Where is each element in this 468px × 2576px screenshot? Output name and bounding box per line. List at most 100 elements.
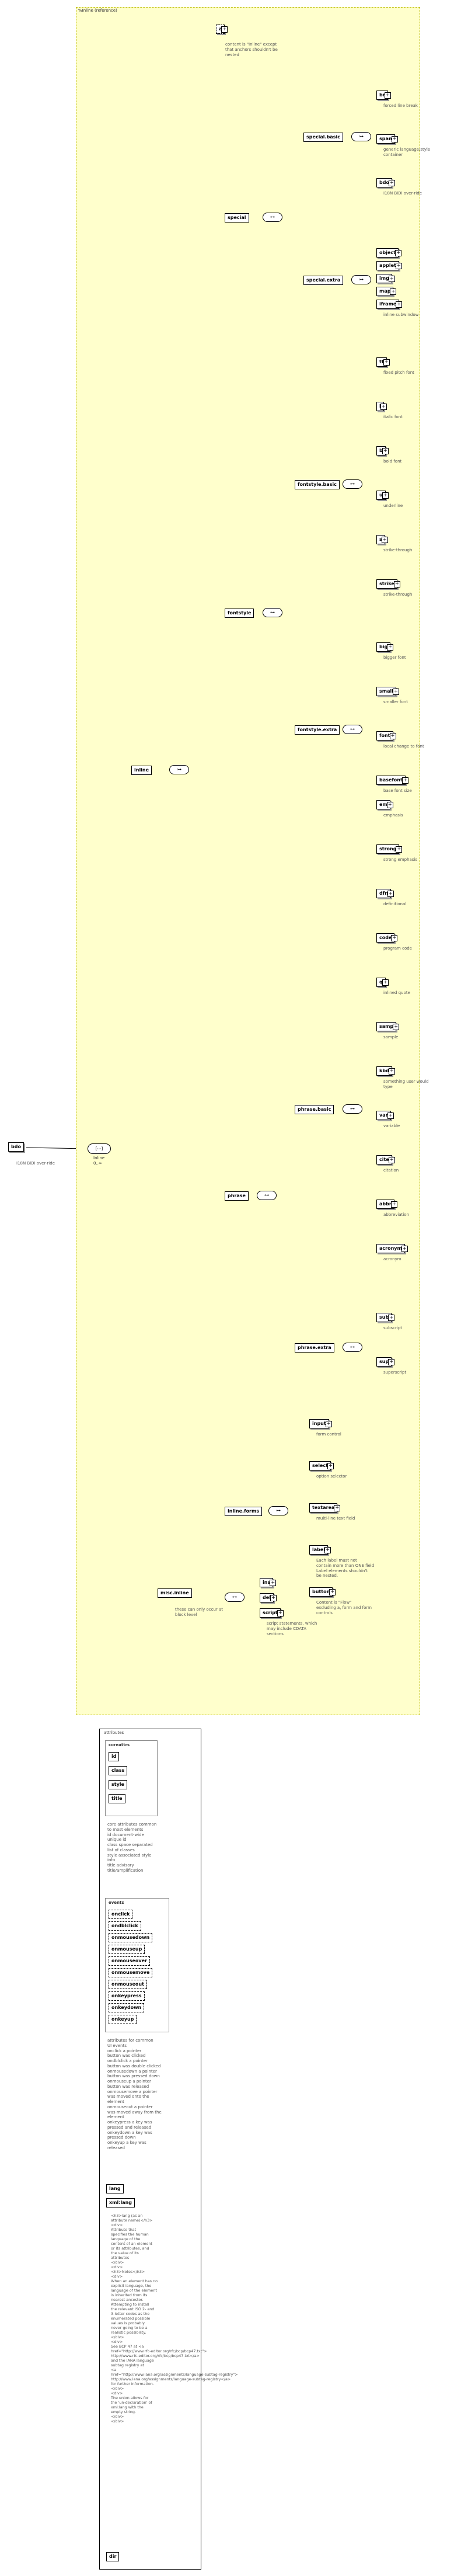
event-onmouseup[interactable]: onmouseup — [109, 1945, 145, 1954]
attributes-panel — [99, 1729, 201, 2570]
group-phrase-basic-choice[interactable]: ⊶ — [343, 1104, 362, 1114]
phrase-basic-abbr[interactable]: abbr+ — [376, 1200, 397, 1209]
phrase-basic-acronym[interactable]: acronym+ — [376, 1244, 408, 1253]
group-misc-inline[interactable]: misc.inline — [158, 1588, 192, 1598]
inline-reference-region — [76, 7, 420, 1715]
misc-inline-ins[interactable]: ins+ — [260, 1578, 277, 1587]
group-fontstyle-basic[interactable]: fontstyle.basic — [295, 480, 340, 489]
inline-forms-doc-3: Each label must not contain more than ON… — [316, 1558, 375, 1579]
fontstyle-basic-s[interactable]: s+ — [376, 535, 388, 544]
phrase-basic-kbd[interactable]: kbd+ — [376, 1066, 395, 1076]
fontstyle-extra-doc-1: smaller font — [383, 700, 408, 704]
phrase-basic-q[interactable]: q+ — [376, 978, 389, 987]
fontstyle-basic-i[interactable]: i+ — [376, 402, 387, 411]
event-onkeypress[interactable]: onkeypress — [109, 1991, 145, 2001]
fontstyle-extra-small[interactable]: small+ — [376, 687, 399, 696]
group-phrase-extra-choice[interactable]: ⊶ — [343, 1343, 362, 1352]
fontstyle-basic-tt[interactable]: tt+ — [376, 357, 390, 367]
attr-lang[interactable]: lang — [106, 2184, 124, 2193]
special-extra-img[interactable]: img+ — [376, 274, 395, 283]
phrase-basic-code[interactable]: code+ — [376, 933, 398, 943]
root-element-bdo[interactable]: bdo — [8, 1142, 24, 1152]
event-onmousemove[interactable]: onmousemove — [109, 1968, 153, 1977]
inline-forms-select[interactable]: select+ — [309, 1461, 334, 1470]
coreattrs-title: coreattrs — [109, 1743, 130, 1747]
group-phrase-basic[interactable]: phrase.basic — [295, 1105, 334, 1114]
group-phrase[interactable]: phrase — [225, 1191, 249, 1201]
coreattr-style[interactable]: style — [109, 1780, 127, 1789]
misc-inline-del[interactable]: del+ — [260, 1593, 277, 1602]
inline-forms-label[interactable]: label+ — [309, 1545, 331, 1555]
group-special-basic-choice[interactable]: ⊶ — [351, 132, 371, 141]
phrase-basic-var[interactable]: var+ — [376, 1111, 394, 1120]
special-choice[interactable]: ⊶ — [263, 213, 282, 222]
phrase-extra-sup[interactable]: sup+ — [376, 1357, 395, 1367]
phrase-basic-dfn[interactable]: dfn+ — [376, 889, 394, 898]
phrase-choice[interactable]: ⊶ — [257, 1191, 277, 1200]
group-phrase-extra[interactable]: phrase.extra — [295, 1343, 334, 1353]
phrase-extra-sub[interactable]: sub+ — [376, 1313, 395, 1322]
inline-forms-button[interactable]: button+ — [309, 1587, 336, 1597]
phrase-basic-strong[interactable]: strong+ — [376, 844, 403, 854]
event-onkeydown[interactable]: onkeydown — [109, 2003, 145, 2012]
fontstyle-extra-font[interactable]: font+ — [376, 731, 396, 741]
phrase-basic-em[interactable]: em+ — [376, 800, 393, 809]
special-basic-span[interactable]: span+ — [376, 134, 398, 144]
group-inline[interactable]: inline — [131, 766, 152, 775]
misc-inline-script[interactable]: script+ — [260, 1608, 284, 1618]
group-fontstyle-basic-choice[interactable]: ⊶ — [343, 479, 362, 489]
special-extra-object[interactable]: object+ — [376, 248, 401, 258]
event-onmouseout[interactable]: onmouseout — [109, 1980, 147, 1989]
fontstyle-basic-strike[interactable]: strike+ — [376, 579, 400, 589]
coreattr-title[interactable]: title — [109, 1794, 125, 1803]
misc-inline-choice[interactable]: ⊶ — [225, 1593, 245, 1602]
phrase-basic-doc-2: definitional — [383, 902, 407, 906]
inline-choice[interactable]: ⊶ — [169, 765, 189, 774]
element-a[interactable]: a+ — [216, 25, 228, 34]
phrase-basic-doc-7: variable — [383, 1124, 400, 1128]
root-sequence[interactable]: [⋯] — [88, 1143, 111, 1154]
fontstyle-extra-doc-2: local change to font — [383, 744, 424, 749]
phrase-basic-doc-0: emphasis — [383, 813, 403, 818]
group-special-extra-choice[interactable]: ⊶ — [351, 275, 371, 284]
event-onmouseover[interactable]: onmouseover — [109, 1956, 150, 1966]
fontstyle-extra-basefont[interactable]: basefont+ — [376, 776, 408, 785]
special-basic-bdo[interactable]: bdo+ — [376, 178, 395, 187]
event-onkeyup[interactable]: onkeyup — [109, 2015, 137, 2024]
phrase-basic-samp[interactable]: samp+ — [376, 1022, 400, 1031]
special-extra-iframe[interactable]: iframe+ — [376, 300, 403, 309]
phrase-basic-cite[interactable]: cite+ — [376, 1155, 395, 1164]
phrase-basic-doc-3: program code — [383, 946, 412, 951]
fontstyle-basic-doc-0: fixed pitch font — [383, 370, 414, 375]
group-fontstyle-extra[interactable]: fontstyle.extra — [295, 725, 340, 735]
event-onclick[interactable]: onclick — [109, 1910, 133, 1919]
event-onmousedown[interactable]: onmousedown — [109, 1933, 153, 1942]
fontstyle-choice[interactable]: ⊶ — [263, 608, 282, 617]
fontstyle-basic-doc-1: italic font — [383, 415, 403, 419]
attr-xmllang[interactable]: xml:lang — [106, 2198, 135, 2207]
group-special[interactable]: special — [225, 213, 249, 223]
inline-forms-textarea[interactable]: textarea+ — [309, 1503, 341, 1513]
coreattr-id[interactable]: id — [109, 1752, 120, 1761]
phrase-basic-doc-8: citation — [383, 1168, 399, 1173]
inline-forms-choice[interactable]: ⊶ — [268, 1506, 288, 1515]
group-inline-forms[interactable]: inline.forms — [225, 1507, 263, 1516]
group-fontstyle[interactable]: fontstyle — [225, 609, 254, 618]
special-basic-br[interactable]: br+ — [376, 91, 391, 100]
special-extra-applet[interactable]: applet+ — [376, 261, 402, 270]
fontstyle-basic-doc-5: strike-through — [383, 592, 413, 597]
inline-forms-input[interactable]: input+ — [309, 1419, 332, 1428]
group-fontstyle-extra-choice[interactable]: ⊶ — [343, 725, 362, 734]
group-special-extra[interactable]: special.extra — [303, 276, 344, 285]
attr-dir[interactable]: dir — [106, 2552, 120, 2561]
event-ondblclick[interactable]: ondblclick — [109, 1921, 141, 1931]
coreattr-class[interactable]: class — [109, 1766, 128, 1775]
fontstyle-extra-big[interactable]: big+ — [376, 642, 394, 652]
special-extra-map[interactable]: map+ — [376, 287, 397, 296]
phrase-basic-doc-9: abbreviation — [383, 1212, 409, 1217]
fontstyle-basic-u[interactable]: u+ — [376, 491, 389, 500]
coreattrs-doc: core attributes common to most elements … — [107, 1822, 157, 1873]
fontstyle-basic-b[interactable]: b+ — [376, 446, 389, 456]
group-special-basic[interactable]: special.basic — [303, 133, 343, 142]
